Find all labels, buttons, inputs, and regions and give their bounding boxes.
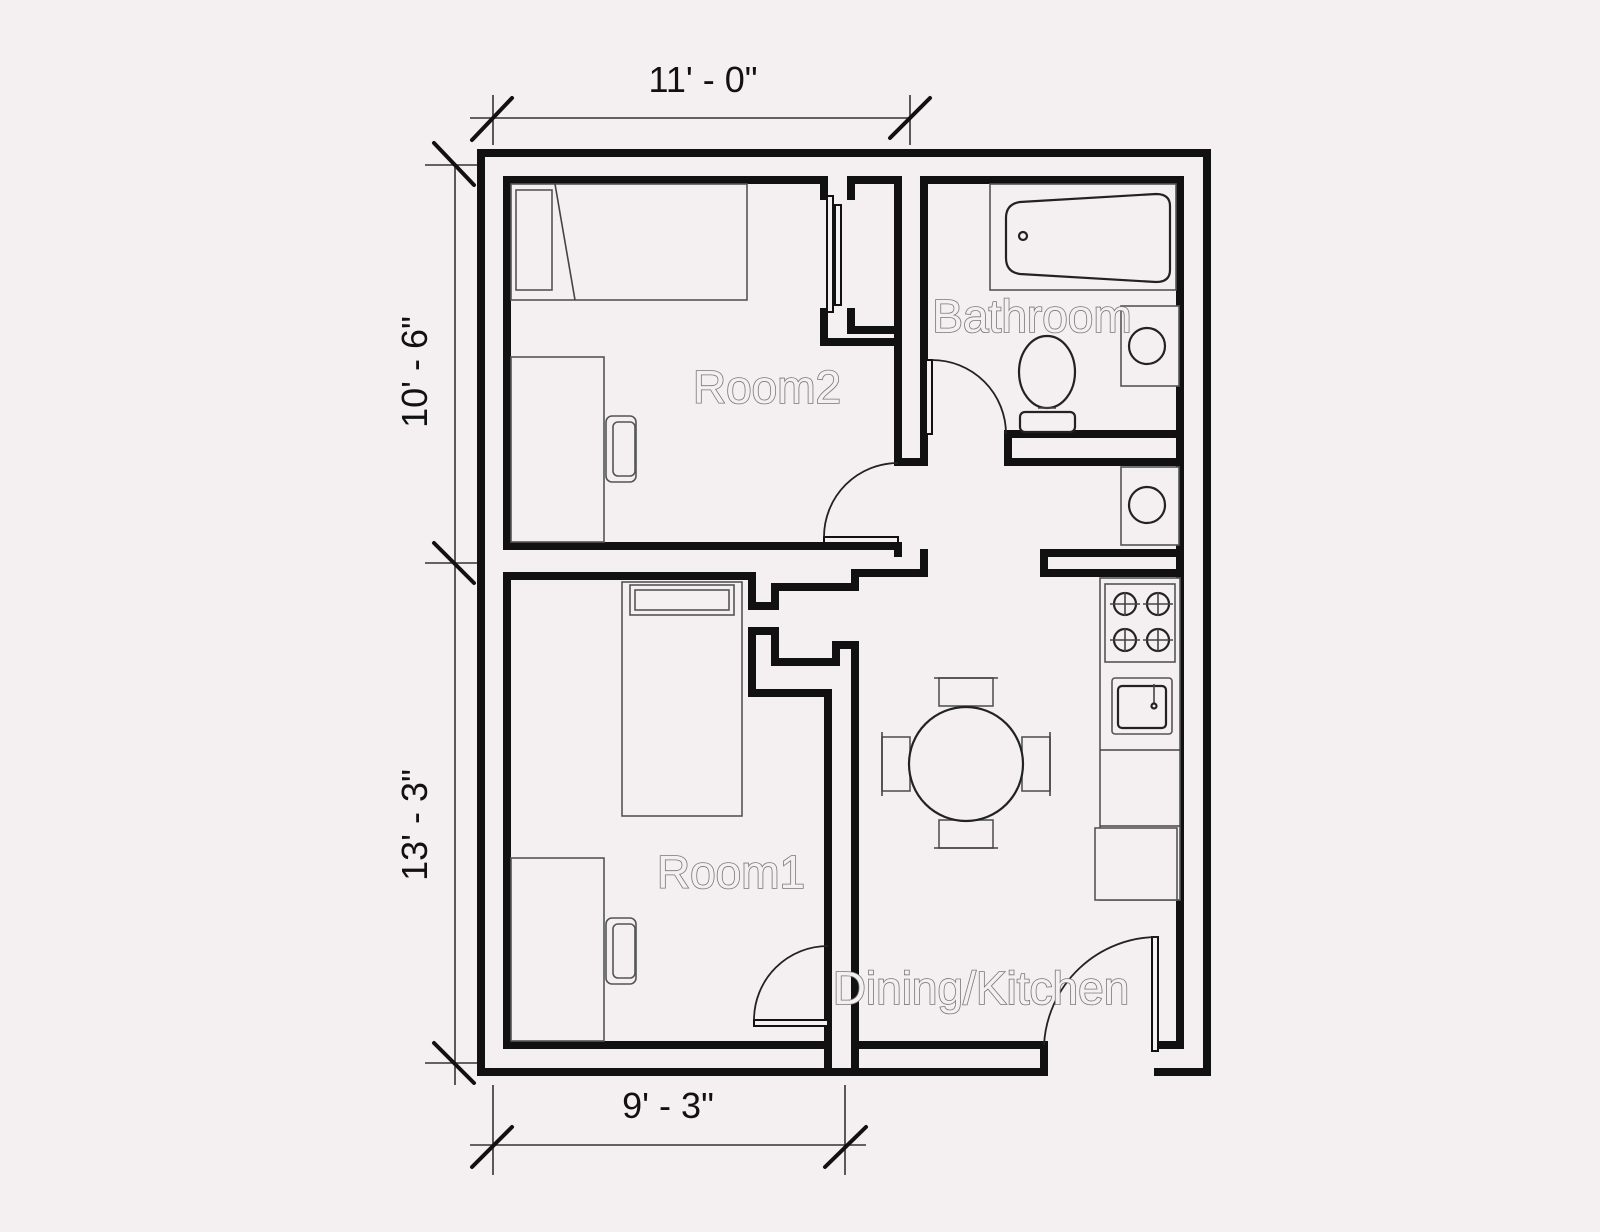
laundry xyxy=(1120,466,1180,546)
door-room2 xyxy=(823,536,899,544)
toilet xyxy=(1017,334,1077,410)
bathroom-walls xyxy=(894,430,1184,466)
dimension-bottom-label: 9' - 3" xyxy=(622,1085,714,1126)
desk-room1 xyxy=(510,857,605,1042)
dining-chair-right xyxy=(1021,736,1051,792)
room-labels: Room2 Bathroom Room1 Dining/Kitchen xyxy=(656,289,1132,1015)
dimension-left-upper-label: 10' - 6" xyxy=(394,316,435,428)
outer-walls xyxy=(477,149,1211,1076)
dining-chair-left xyxy=(881,736,911,792)
dimension-top: 11' - 0" xyxy=(470,59,932,145)
room-label-room2: Room2 xyxy=(693,361,841,413)
room2-furniture xyxy=(510,183,748,543)
dimension-left-lower-label: 13' - 3" xyxy=(394,769,435,881)
door-bathroom xyxy=(925,359,933,435)
doors xyxy=(753,359,1159,1052)
desk-room2 xyxy=(510,356,605,543)
kitchen xyxy=(1094,577,1181,901)
dining-table xyxy=(907,705,1025,823)
bed-room1 xyxy=(621,581,743,817)
door-entry xyxy=(1151,936,1159,1052)
door-room1 xyxy=(753,1019,829,1027)
dimension-bottom: 9' - 3" xyxy=(470,1085,868,1175)
toilet-tank xyxy=(1018,410,1077,434)
bathroom-fixtures xyxy=(989,183,1180,434)
pillow-room2 xyxy=(515,189,553,291)
fridge xyxy=(1094,827,1178,901)
dimension-left: 10' - 6" 13' - 3" xyxy=(394,141,480,1085)
central-walls xyxy=(503,549,1184,1076)
room-label-bathroom: Bathroom xyxy=(932,290,1131,342)
room-label-room1: Room1 xyxy=(657,846,805,898)
dining-set xyxy=(881,677,1051,849)
room-label-dining-kitchen: Dining/Kitchen xyxy=(833,962,1130,1014)
dimension-top-label: 11' - 0" xyxy=(648,59,757,100)
dining-chair-top xyxy=(938,677,994,707)
room2-walls xyxy=(503,176,902,557)
dining-chair-bottom xyxy=(938,819,994,849)
room1-furniture xyxy=(510,581,743,1042)
